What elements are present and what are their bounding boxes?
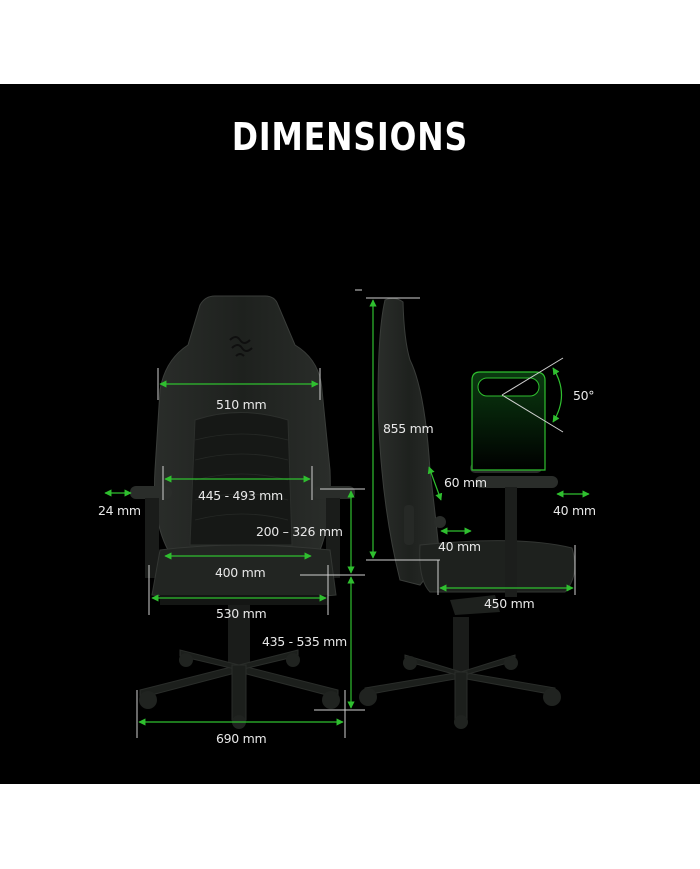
front-chair	[130, 295, 355, 729]
lumbar-width-label: 445 - 493 mm	[198, 488, 283, 503]
side-chair	[359, 297, 576, 729]
seat-inner-width-label: 400 mm	[215, 565, 266, 580]
backrest-width-label: 510 mm	[216, 397, 267, 412]
armrest-forward-label: 40 mm	[553, 503, 596, 518]
page-title: DIMENSIONS	[231, 115, 469, 159]
guide-lines	[136, 289, 576, 738]
base-width-label: 690 mm	[216, 731, 267, 746]
armrest-rotation-label: 50°	[573, 388, 595, 403]
razer-logo-icon	[229, 336, 253, 357]
armrest-height-label: 200 – 326 mm	[256, 524, 343, 539]
backrest-height-label: 855 mm	[383, 421, 434, 436]
seat-outer-width-label: 530 mm	[216, 606, 267, 621]
armrest-depth-label: 40 mm	[438, 539, 481, 554]
armrest-lateral-label: 24 mm	[98, 503, 141, 518]
seat-depth-label: 450 mm	[484, 596, 535, 611]
measure-lines	[104, 299, 590, 726]
seat-height-label: 435 - 535 mm	[262, 634, 347, 649]
armrest-rotation-diagram	[471, 357, 564, 471]
armrest-vertical-label: 60 mm	[444, 475, 487, 490]
